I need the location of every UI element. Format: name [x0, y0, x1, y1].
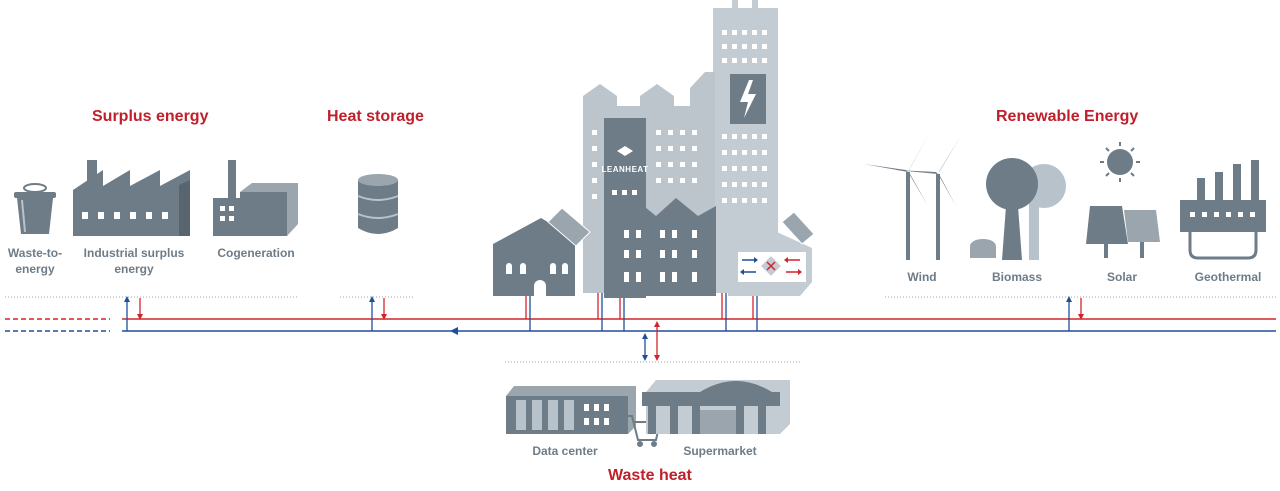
solar-label: Solar [1106, 270, 1137, 284]
connection-arrows [124, 290, 1084, 361]
industrial-factory-icon [73, 160, 190, 236]
biomass-tree-icon [970, 158, 1066, 260]
solar-panel-icon [1086, 142, 1160, 258]
dotted-separators [5, 296, 1278, 363]
data-center-icon [506, 386, 636, 434]
supermarket-label: Supermarket [683, 444, 757, 458]
waste-bin-icon [14, 183, 56, 234]
waste-heat-heading: Waste heat [608, 467, 692, 484]
wind-turbine-icon [864, 132, 962, 260]
renewable-energy-heading: Renewable Energy [996, 108, 1139, 125]
biomass-label: Biomass [991, 270, 1043, 284]
industrial-surplus-label: Industrial surplus energy [83, 246, 185, 276]
leanheat-brand: LEANHEAT [602, 165, 649, 174]
surplus-energy-heading: Surplus energy [92, 108, 209, 125]
city-buildings: LEANHEAT [493, 0, 815, 298]
return-pipe [5, 327, 1276, 335]
data-center-label: Data center [532, 444, 598, 458]
wind-label: Wind [907, 270, 937, 284]
storage-barrel-icon [357, 174, 399, 234]
geothermal-plant-icon [1180, 160, 1266, 260]
cogeneration-label: Cogeneration [217, 246, 295, 260]
cogeneration-plant-icon [213, 160, 298, 236]
heat-exchanger-icon [740, 256, 802, 276]
rooftop-solar-panel-icon [547, 207, 591, 247]
heat-storage-heading: Heat storage [327, 108, 424, 125]
rooftop-solar-panel-icon [781, 211, 815, 245]
waste-to-energy-label: Waste-to- energy [7, 246, 63, 276]
geothermal-label: Geothermal [1194, 270, 1262, 284]
supermarket-icon [642, 380, 790, 434]
